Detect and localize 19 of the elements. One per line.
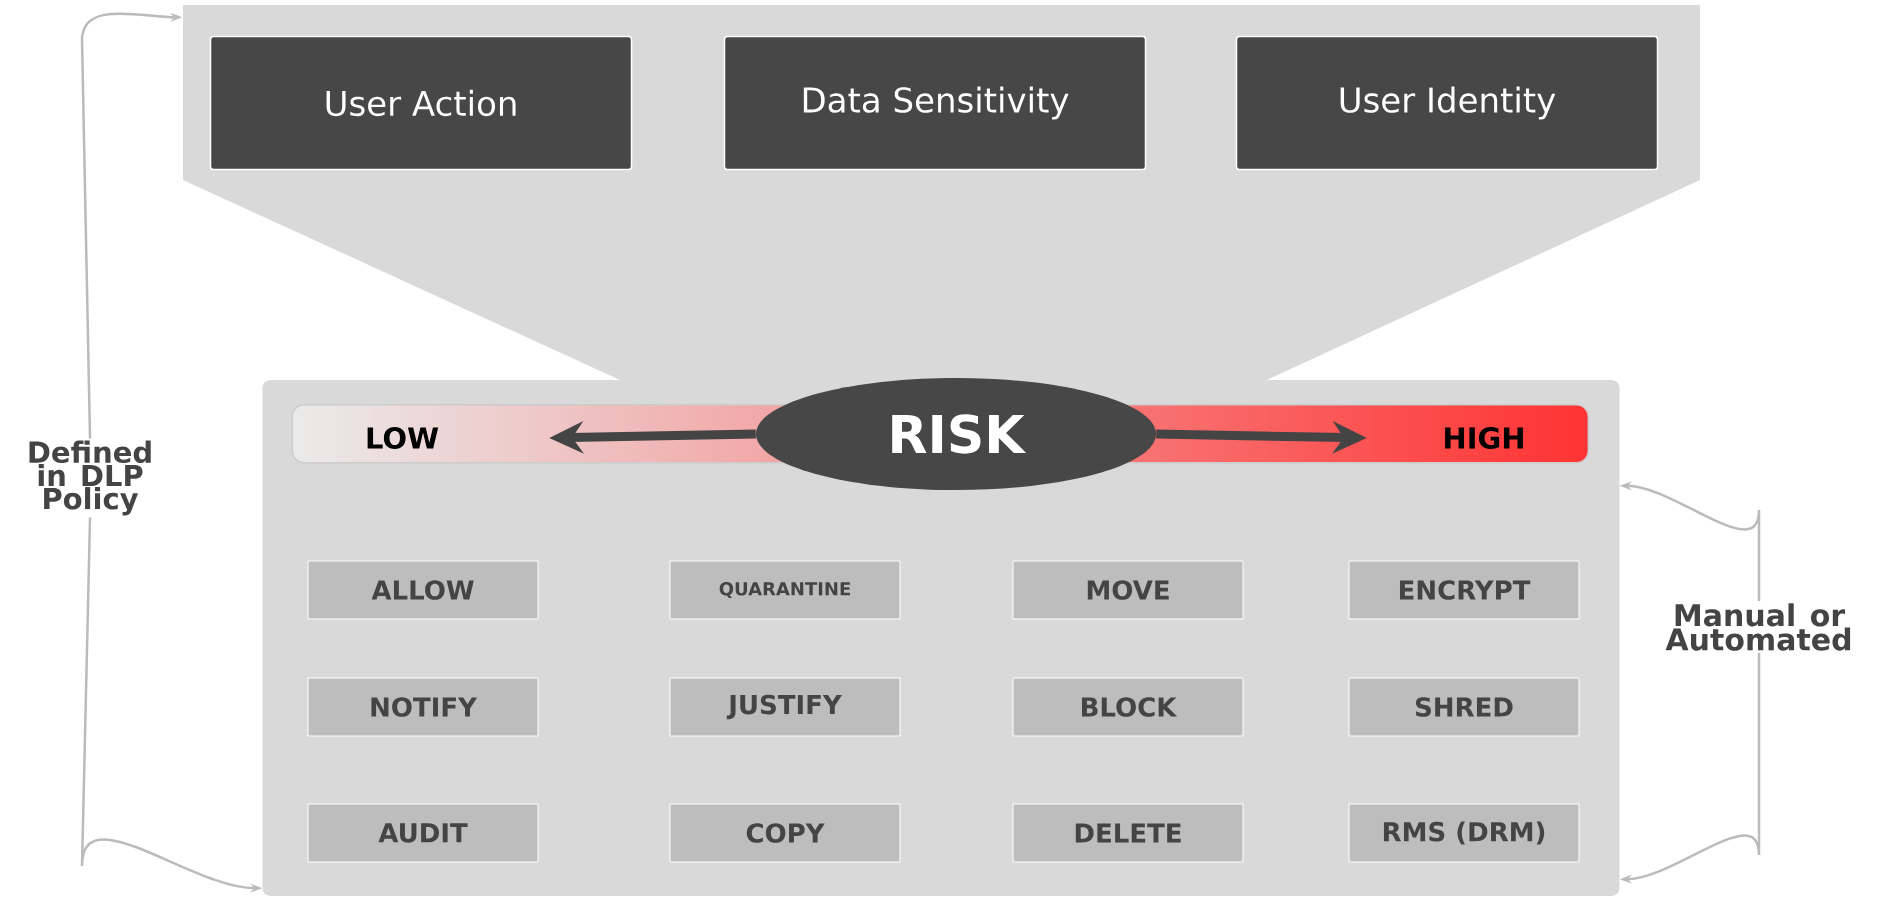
action-box: MOVE: [1012, 560, 1244, 620]
action-box: SHRED: [1348, 677, 1580, 737]
action-box: AUDIT: [307, 803, 539, 863]
action-box: ENCRYPT: [1348, 560, 1580, 620]
factor-box: Data Sensitivity: [723, 35, 1147, 171]
action-box: DELETE: [1012, 803, 1244, 863]
action-box: ALLOW: [307, 560, 539, 620]
scale-label: LOW: [367, 427, 439, 449]
action-box: RMS (DRM): [1348, 803, 1580, 863]
side-label: Manual or Automated: [1665, 603, 1851, 651]
action-box: QUARANTINE: [669, 560, 901, 620]
action-box: COPY: [669, 803, 901, 863]
side-label: Defined in DLP Policy: [29, 440, 151, 516]
action-box: BLOCK: [1012, 677, 1244, 737]
action-box: NOTIFY: [307, 677, 539, 737]
factor-box: User Identity: [1235, 35, 1659, 171]
action-box: JUSTIFY: [669, 677, 901, 737]
factor-box: User Action: [209, 35, 633, 171]
scale-label: HIGH: [1445, 427, 1523, 449]
